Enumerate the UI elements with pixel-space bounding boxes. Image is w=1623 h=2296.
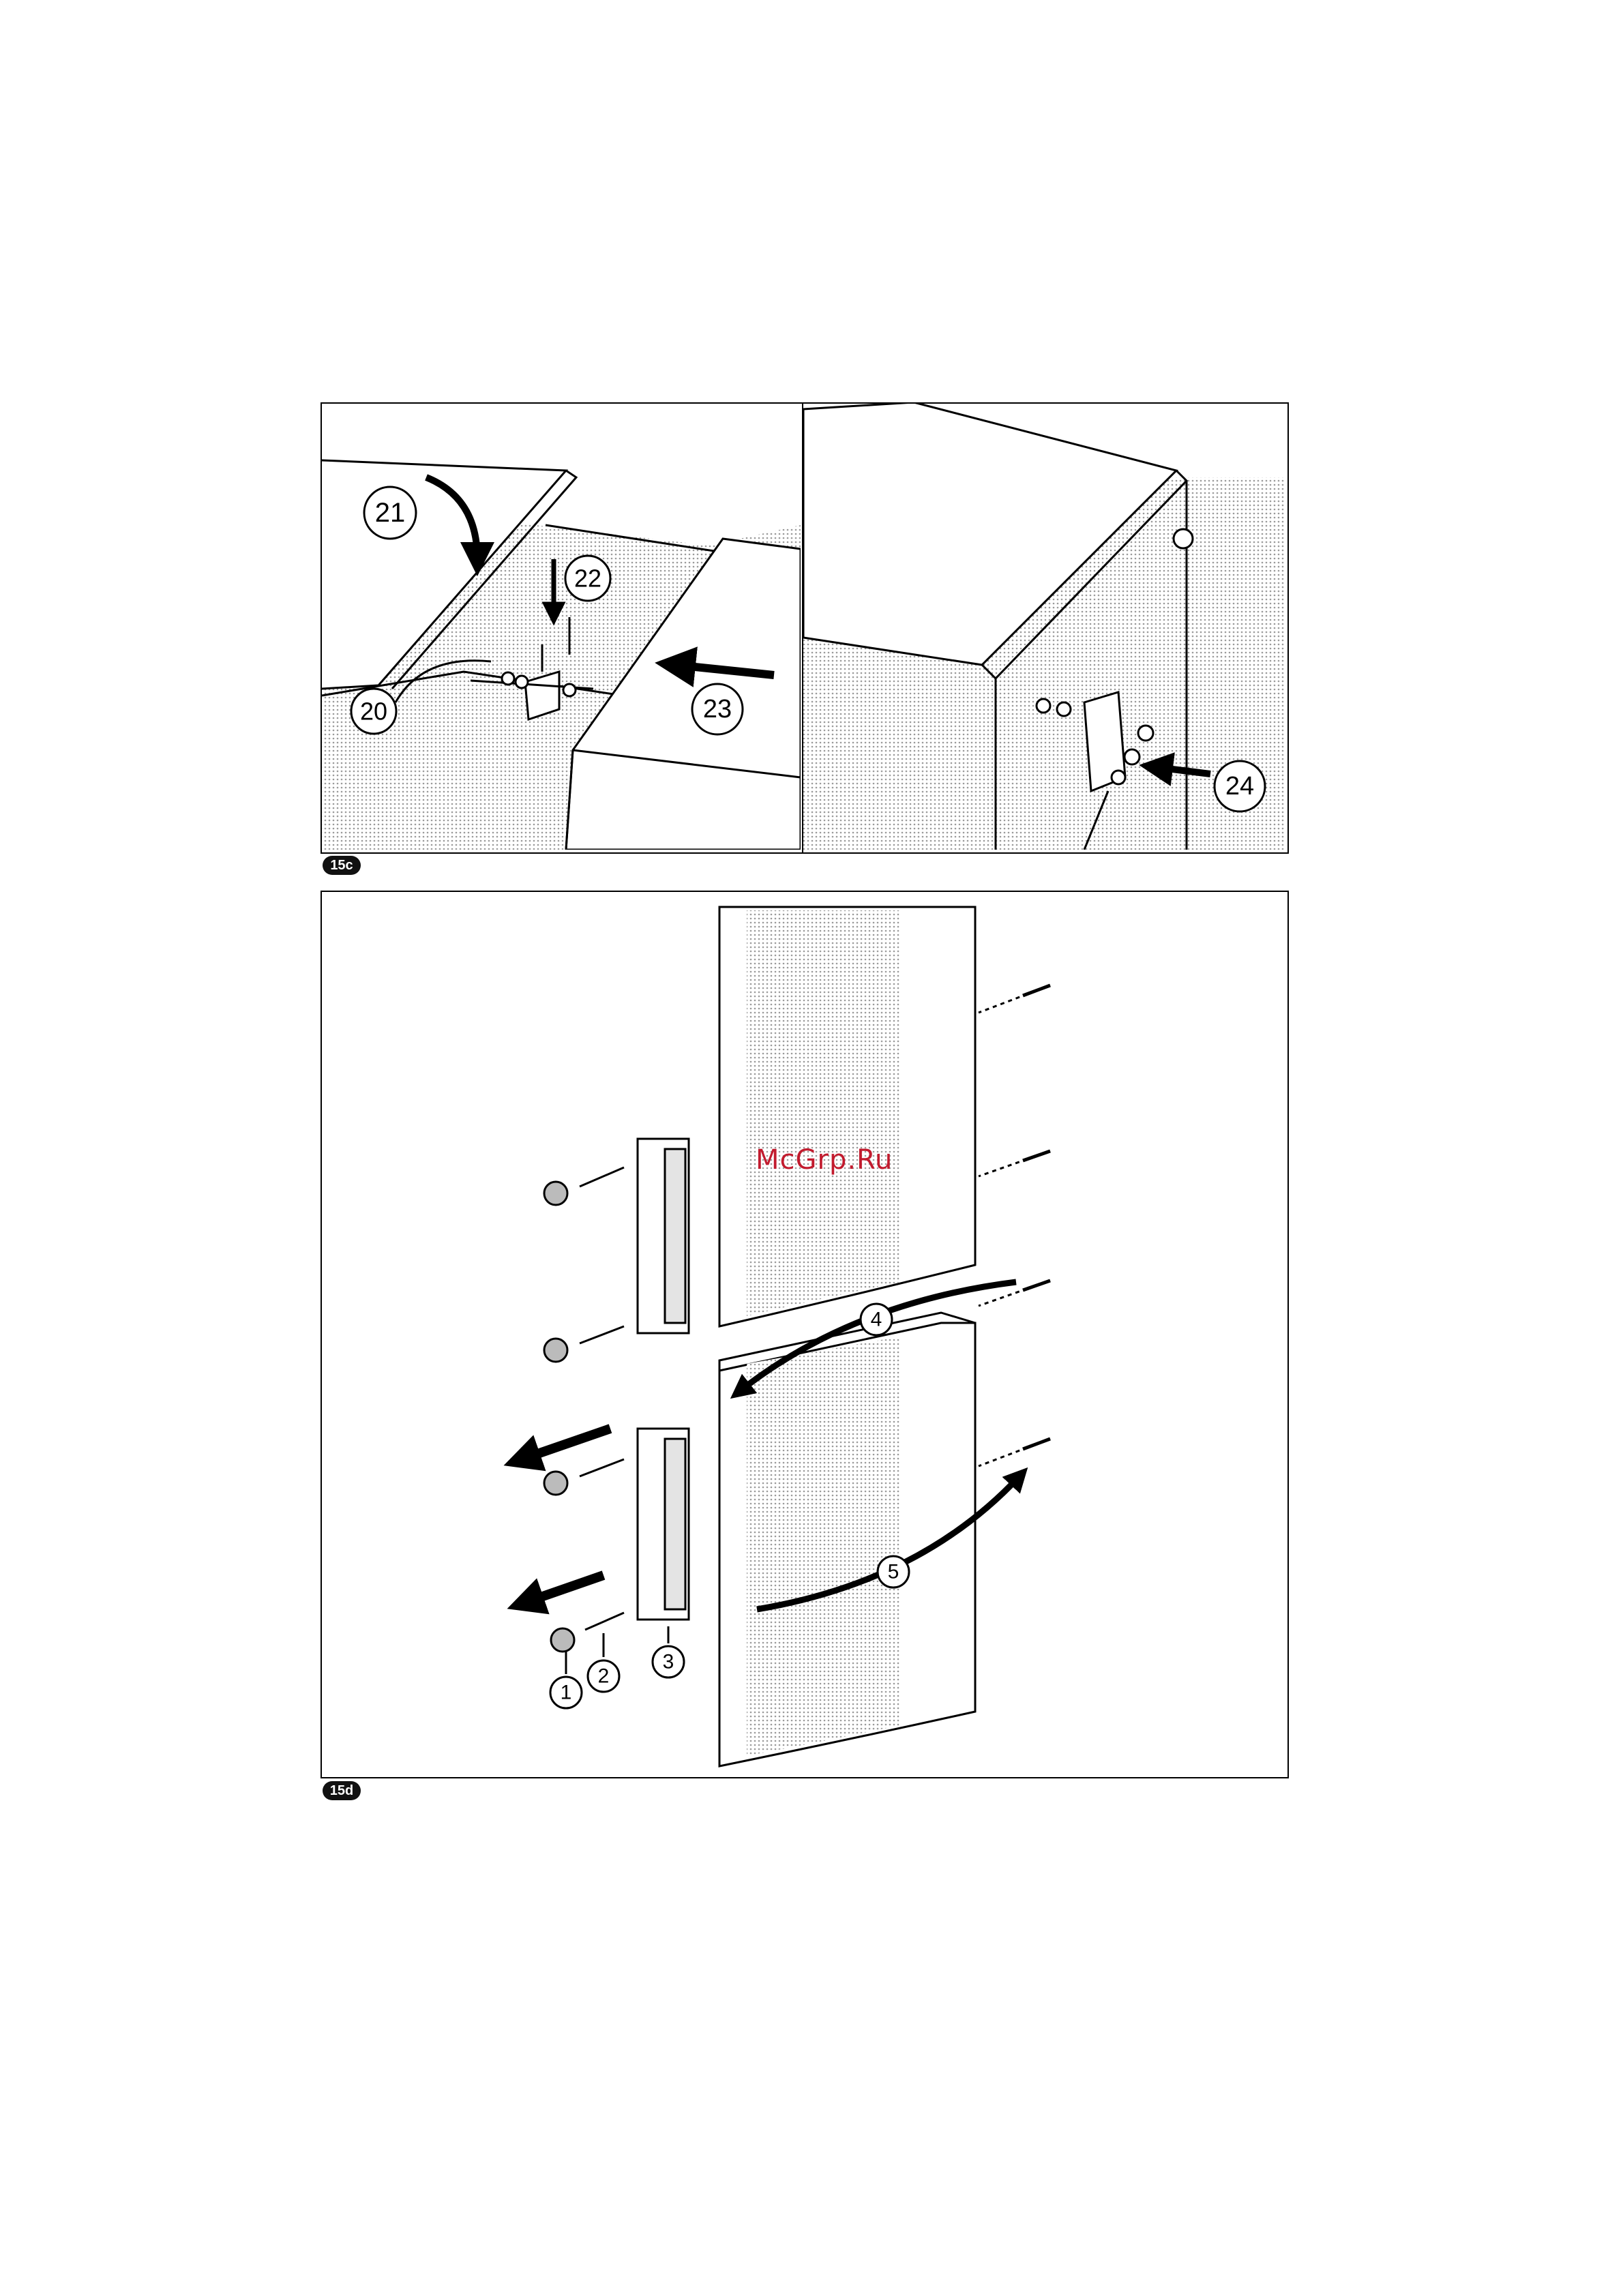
watermark: McGrp.Ru (756, 1144, 893, 1176)
callout-1: 1 (550, 1677, 582, 1708)
callout-4: 4 (861, 1304, 892, 1335)
callout-2-label: 2 (598, 1665, 610, 1688)
callout-4-label: 4 (871, 1309, 882, 1331)
callout-3: 3 (653, 1646, 684, 1678)
callout-2: 2 (588, 1660, 619, 1692)
callout-3-label: 3 (663, 1651, 674, 1673)
callout-5: 5 (878, 1556, 909, 1587)
callout-1-label: 1 (561, 1682, 572, 1704)
callout-5-label: 5 (888, 1561, 899, 1583)
figure-tag-15d: 15d (323, 1781, 361, 1800)
